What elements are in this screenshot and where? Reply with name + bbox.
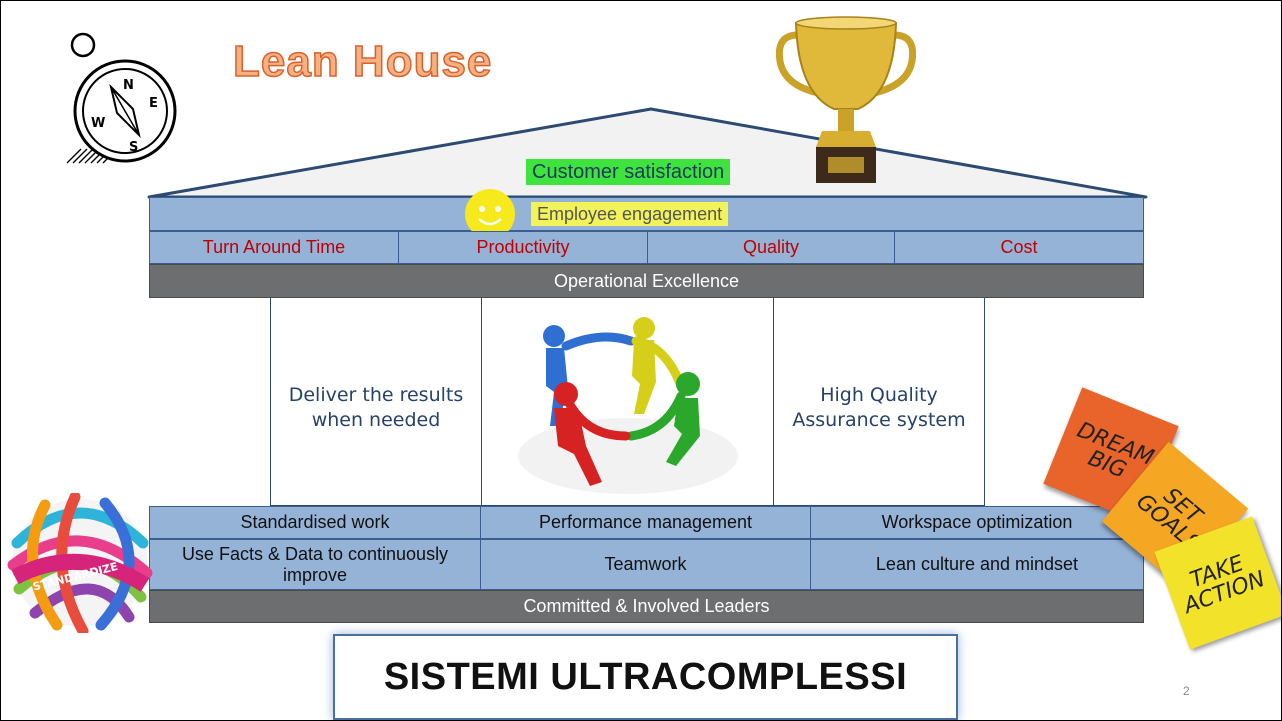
slide-title: Lean House	[232, 36, 493, 87]
leaders-band: Committed & Involved Leaders	[149, 590, 1144, 623]
employee-engagement-label: Employee engagement	[531, 202, 729, 226]
metric-cost: Cost	[894, 231, 1144, 264]
foundation-lean-culture: Lean culture and mindset	[810, 539, 1144, 590]
foundation-teamwork: Teamwork	[480, 539, 811, 590]
trophy-icon	[776, 16, 916, 183]
smiley-icon	[465, 189, 515, 239]
metric-turn-around-time: Turn Around Time	[149, 231, 399, 264]
banner-box: SISTEMI ULTRACOMPLESSI	[333, 634, 958, 720]
foundation-standardised-work: Standardised work	[149, 506, 481, 539]
compass-letter-w: W	[91, 116, 105, 131]
customer-satisfaction-label: Customer satisfaction	[526, 159, 731, 185]
foundation-performance-management: Performance management	[480, 506, 811, 539]
team-circle-icon	[518, 317, 738, 494]
banner-text: SISTEMI ULTRACOMPLESSI	[383, 655, 908, 698]
foundation-workspace-optimization: Workspace optimization	[810, 506, 1144, 539]
page-number: 2	[1183, 684, 1190, 698]
pillar-right-text: High Quality Assurance system	[792, 384, 966, 431]
metric-productivity: Productivity	[398, 231, 648, 264]
operational-excellence-band: Operational Excellence	[149, 264, 1144, 298]
foundation-facts-data: Use Facts & Data to continuously improve	[149, 539, 481, 590]
standardize-ball-icon: STANDARDIZE	[7, 493, 153, 633]
metric-quality: Quality	[647, 231, 895, 264]
pillar-left-text: Deliver the results when needed	[288, 384, 464, 431]
compass-letter-n: N	[123, 78, 134, 93]
pillar-right	[773, 298, 985, 506]
compass-letter-s: S	[129, 140, 138, 155]
compass-letter-e: E	[149, 96, 158, 111]
compass-icon: N E S W	[66, 32, 177, 164]
